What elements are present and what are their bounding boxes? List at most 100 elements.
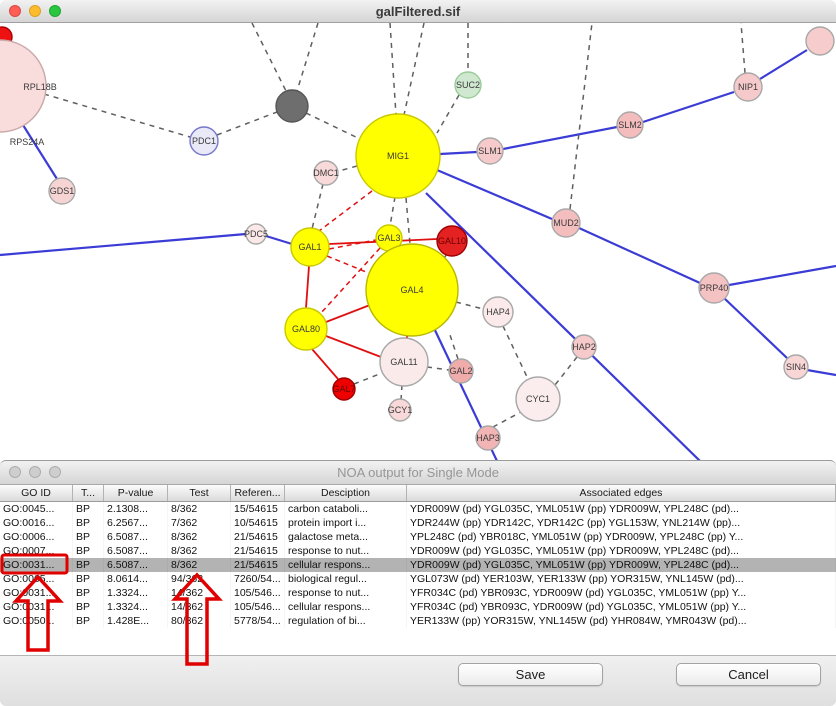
table-cell[interactable]: 8/362	[168, 502, 231, 516]
table-cell[interactable]: 6.5087...	[104, 558, 168, 572]
network-edge[interactable]	[403, 23, 425, 116]
zoom-button[interactable]	[49, 466, 61, 478]
table-cell[interactable]: 1.3324...	[104, 600, 168, 614]
table-cell[interactable]: GO:0006...	[0, 530, 73, 544]
network-edge[interactable]	[405, 197, 411, 245]
noa-window-titlebar[interactable]: NOA output for Single Mode	[0, 460, 836, 485]
table-cell[interactable]: BP	[73, 544, 104, 558]
table-cell[interactable]: 6.2567...	[104, 516, 168, 530]
table-cell[interactable]: 1.3324...	[104, 586, 168, 600]
table-cell[interactable]: 8.0614...	[104, 572, 168, 586]
minimize-button[interactable]	[29, 466, 41, 478]
table-cell[interactable]: protein import i...	[285, 516, 407, 530]
network-edge[interactable]	[325, 304, 371, 323]
table-cell[interactable]: BP	[73, 614, 104, 628]
table-cell[interactable]: YDR009W (pd) YGL035C, YML051W (pp) YDR00…	[407, 544, 836, 558]
table-cell[interactable]: GO:0007...	[0, 544, 73, 558]
table-cell[interactable]: 21/54615	[231, 530, 285, 544]
column-header[interactable]: P-value	[104, 485, 168, 501]
network-edge[interactable]	[759, 49, 808, 80]
table-cell[interactable]: 1.428E...	[104, 614, 168, 628]
network-node-mud2[interactable]	[551, 208, 581, 238]
network-node-pdc5[interactable]	[245, 223, 267, 245]
network-node-gcy1[interactable]	[388, 398, 412, 422]
table-cell[interactable]: GO:0016...	[0, 516, 73, 530]
table-cell[interactable]: 5778/54...	[231, 614, 285, 628]
network-edge[interactable]	[326, 255, 372, 275]
network-edge[interactable]	[554, 356, 578, 386]
network-edge[interactable]	[502, 325, 529, 380]
table-cell[interactable]: YDR009W (pd) YGL035C, YML051W (pp) YDR00…	[407, 502, 836, 516]
table-cell[interactable]: cellular respons...	[285, 600, 407, 614]
table-cell[interactable]: regulation of bi...	[285, 614, 407, 628]
table-cell[interactable]: cellular respons...	[285, 558, 407, 572]
table-cell[interactable]: 105/546...	[231, 586, 285, 600]
table-cell[interactable]: BP	[73, 502, 104, 516]
network-node-prp40[interactable]	[698, 272, 730, 304]
network-edge[interactable]	[426, 366, 450, 371]
network-node-gal4[interactable]	[365, 243, 459, 337]
table-cell[interactable]: BP	[73, 586, 104, 600]
network-edge[interactable]	[216, 111, 278, 136]
network-node-gds1[interactable]	[48, 177, 76, 205]
network-node-hap2[interactable]	[571, 334, 597, 360]
network-edge[interactable]	[389, 23, 397, 116]
network-edge[interactable]	[338, 165, 358, 172]
table-cell[interactable]: response to nut...	[285, 544, 407, 558]
network-edge[interactable]	[569, 23, 593, 210]
minimize-button[interactable]	[29, 5, 41, 17]
network-node-gal2[interactable]	[448, 358, 474, 384]
column-header[interactable]: Test	[168, 485, 231, 501]
table-cell[interactable]: 15/54615	[231, 502, 285, 516]
network-node-gal7[interactable]	[332, 377, 356, 401]
network-edge[interactable]	[492, 411, 522, 428]
table-cell[interactable]: 21/54615	[231, 558, 285, 572]
table-cell[interactable]: 105/546...	[231, 600, 285, 614]
table-cell[interactable]: YGL073W (pd) YER103W, YER133W (pp) YOR31…	[407, 572, 836, 586]
table-cell[interactable]: 14/362	[168, 586, 231, 600]
table-cell[interactable]: 80/362	[168, 614, 231, 628]
table-cell[interactable]: galactose meta...	[285, 530, 407, 544]
table-cell[interactable]: GO:0031...	[0, 586, 73, 600]
network-edge[interactable]	[43, 93, 191, 138]
network-edge[interactable]	[455, 301, 484, 310]
network-edge[interactable]	[318, 190, 373, 232]
table-cell[interactable]: YDR009W (pd) YGL035C, YML051W (pp) YDR00…	[407, 558, 836, 572]
network-node-mig1[interactable]	[355, 113, 441, 199]
table-cell[interactable]: 7/362	[168, 516, 231, 530]
table-cell[interactable]: YPL248C (pd) YBR018C, YML051W (pp) YDR00…	[407, 530, 836, 544]
network-edge[interactable]	[400, 384, 403, 401]
table-cell[interactable]: YDR244W (pp) YDR142C, YDR142C (pp) YGL15…	[407, 516, 836, 530]
table-cell[interactable]: GO:0031...	[0, 600, 73, 614]
network-edge[interactable]	[311, 183, 324, 230]
table-cell[interactable]: BP	[73, 572, 104, 586]
network-node-gal11[interactable]	[379, 337, 429, 387]
network-edge[interactable]	[328, 239, 377, 250]
network-edge[interactable]	[436, 94, 460, 134]
network-edge[interactable]	[728, 264, 836, 287]
table-cell[interactable]: 6.5087...	[104, 530, 168, 544]
table-cell[interactable]: 10/54615	[231, 516, 285, 530]
table-cell[interactable]: carbon cataboli...	[285, 502, 407, 516]
table-cell[interactable]: 7260/54...	[231, 572, 285, 586]
network-edge[interactable]	[353, 372, 383, 385]
table-cell[interactable]: 14/362	[168, 600, 231, 614]
table-cell[interactable]: 21/54615	[231, 544, 285, 558]
network-edge[interactable]	[578, 226, 701, 285]
cancel-button[interactable]: Cancel	[676, 663, 821, 686]
network-window-titlebar[interactable]: galFiltered.sif	[0, 0, 836, 23]
network-node-rpl18b[interactable]	[0, 39, 47, 133]
table-cell[interactable]: 8/362	[168, 558, 231, 572]
column-header[interactable]: Desciption	[285, 485, 407, 501]
network-edge[interactable]	[723, 297, 788, 359]
table-cell[interactable]: GO:0045...	[0, 502, 73, 516]
save-button[interactable]: Save	[458, 663, 603, 686]
network-node[interactable]	[805, 26, 835, 56]
